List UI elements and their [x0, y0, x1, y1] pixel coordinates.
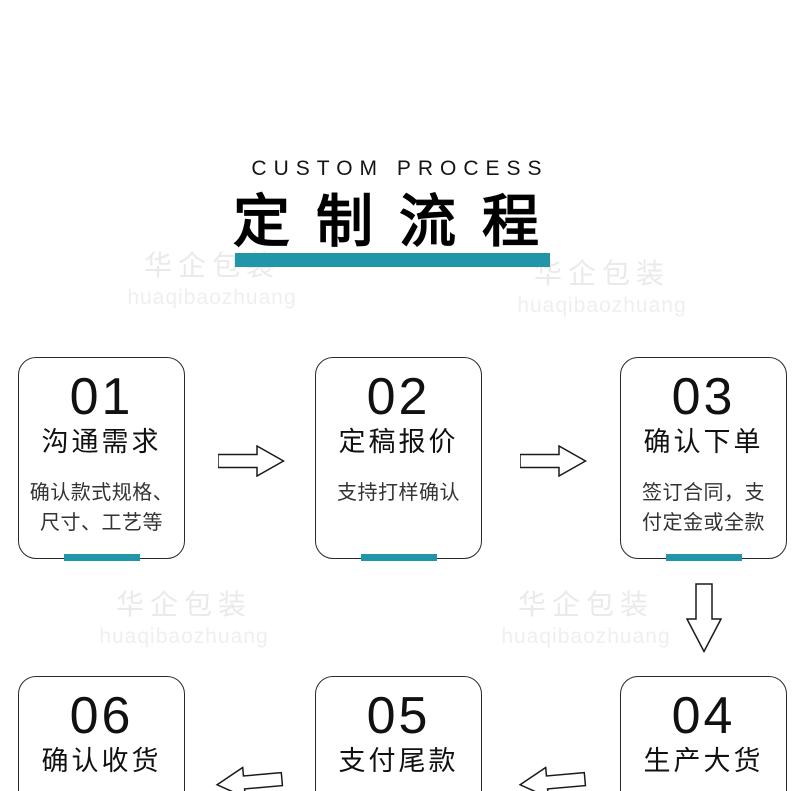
watermark-en: huaqibaozhuang	[517, 294, 687, 317]
step-desc-line: 付定金或全款	[642, 512, 765, 534]
step-name: 生产大货	[643, 746, 764, 776]
step-name: 定稿报价	[338, 427, 459, 457]
step-underline-bar	[665, 554, 742, 561]
step-desc-line: 支持打样确认	[337, 482, 460, 504]
watermark: 华企包装 huaqibaozhuang	[501, 589, 671, 648]
section-subtitle-en: CUSTOM PROCESS	[251, 157, 549, 180]
step-desc-line: 尺寸、工艺等	[40, 512, 163, 534]
step-desc: 支持打样确认	[316, 478, 481, 508]
step-card-06: 06 确认收货	[18, 676, 185, 791]
step-card-02: 02 定稿报价 支持打样确认	[315, 357, 482, 561]
step-number: 04	[671, 687, 736, 745]
watermark: 华企包装 huaqibaozhuang	[517, 258, 687, 317]
step-name: 支付尾款	[338, 746, 459, 776]
watermark-cn: 华企包装	[517, 589, 654, 620]
step-desc-line: 签订合同，支	[642, 482, 765, 504]
step-number: 05	[366, 687, 431, 745]
watermark-en: huaqibaozhuang	[99, 625, 269, 648]
arrow-down-icon	[686, 583, 722, 653]
step-desc: 确认款式规格、 尺寸、工艺等	[19, 478, 184, 538]
step-card-03: 03 确认下单 签订合同，支 付定金或全款	[620, 357, 787, 561]
step-underline-bar	[63, 554, 140, 561]
section-title-cn: 定制流程	[233, 190, 565, 254]
step-name: 确认收货	[41, 746, 162, 776]
step-number: 02	[366, 368, 431, 426]
watermark-cn: 华企包装	[115, 589, 252, 620]
step-card-01: 01 沟通需求 确认款式规格、 尺寸、工艺等	[18, 357, 185, 561]
step-card-05: 05 支付尾款	[315, 676, 482, 791]
watermark-en: huaqibaozhuang	[501, 625, 671, 648]
step-name: 沟通需求	[41, 427, 162, 457]
step-name: 确认下单	[643, 427, 764, 457]
arrow-left-icon	[517, 763, 588, 791]
watermark-cn: 华企包装	[533, 258, 670, 289]
step-number: 03	[671, 368, 736, 426]
step-desc: 签订合同，支 付定金或全款	[621, 478, 786, 538]
step-number: 01	[69, 368, 134, 426]
arrow-left-icon	[214, 763, 285, 791]
arrow-right-icon	[520, 445, 587, 477]
step-underline-bar	[360, 554, 437, 561]
title-underline-bar	[235, 253, 550, 267]
step-number: 06	[69, 687, 134, 745]
step-card-04: 04 生产大货	[620, 676, 787, 791]
arrow-right-icon	[218, 445, 285, 477]
step-desc-line: 确认款式规格、	[29, 482, 174, 504]
watermark: 华企包装 huaqibaozhuang	[99, 589, 269, 648]
watermark-en: huaqibaozhuang	[127, 286, 297, 309]
